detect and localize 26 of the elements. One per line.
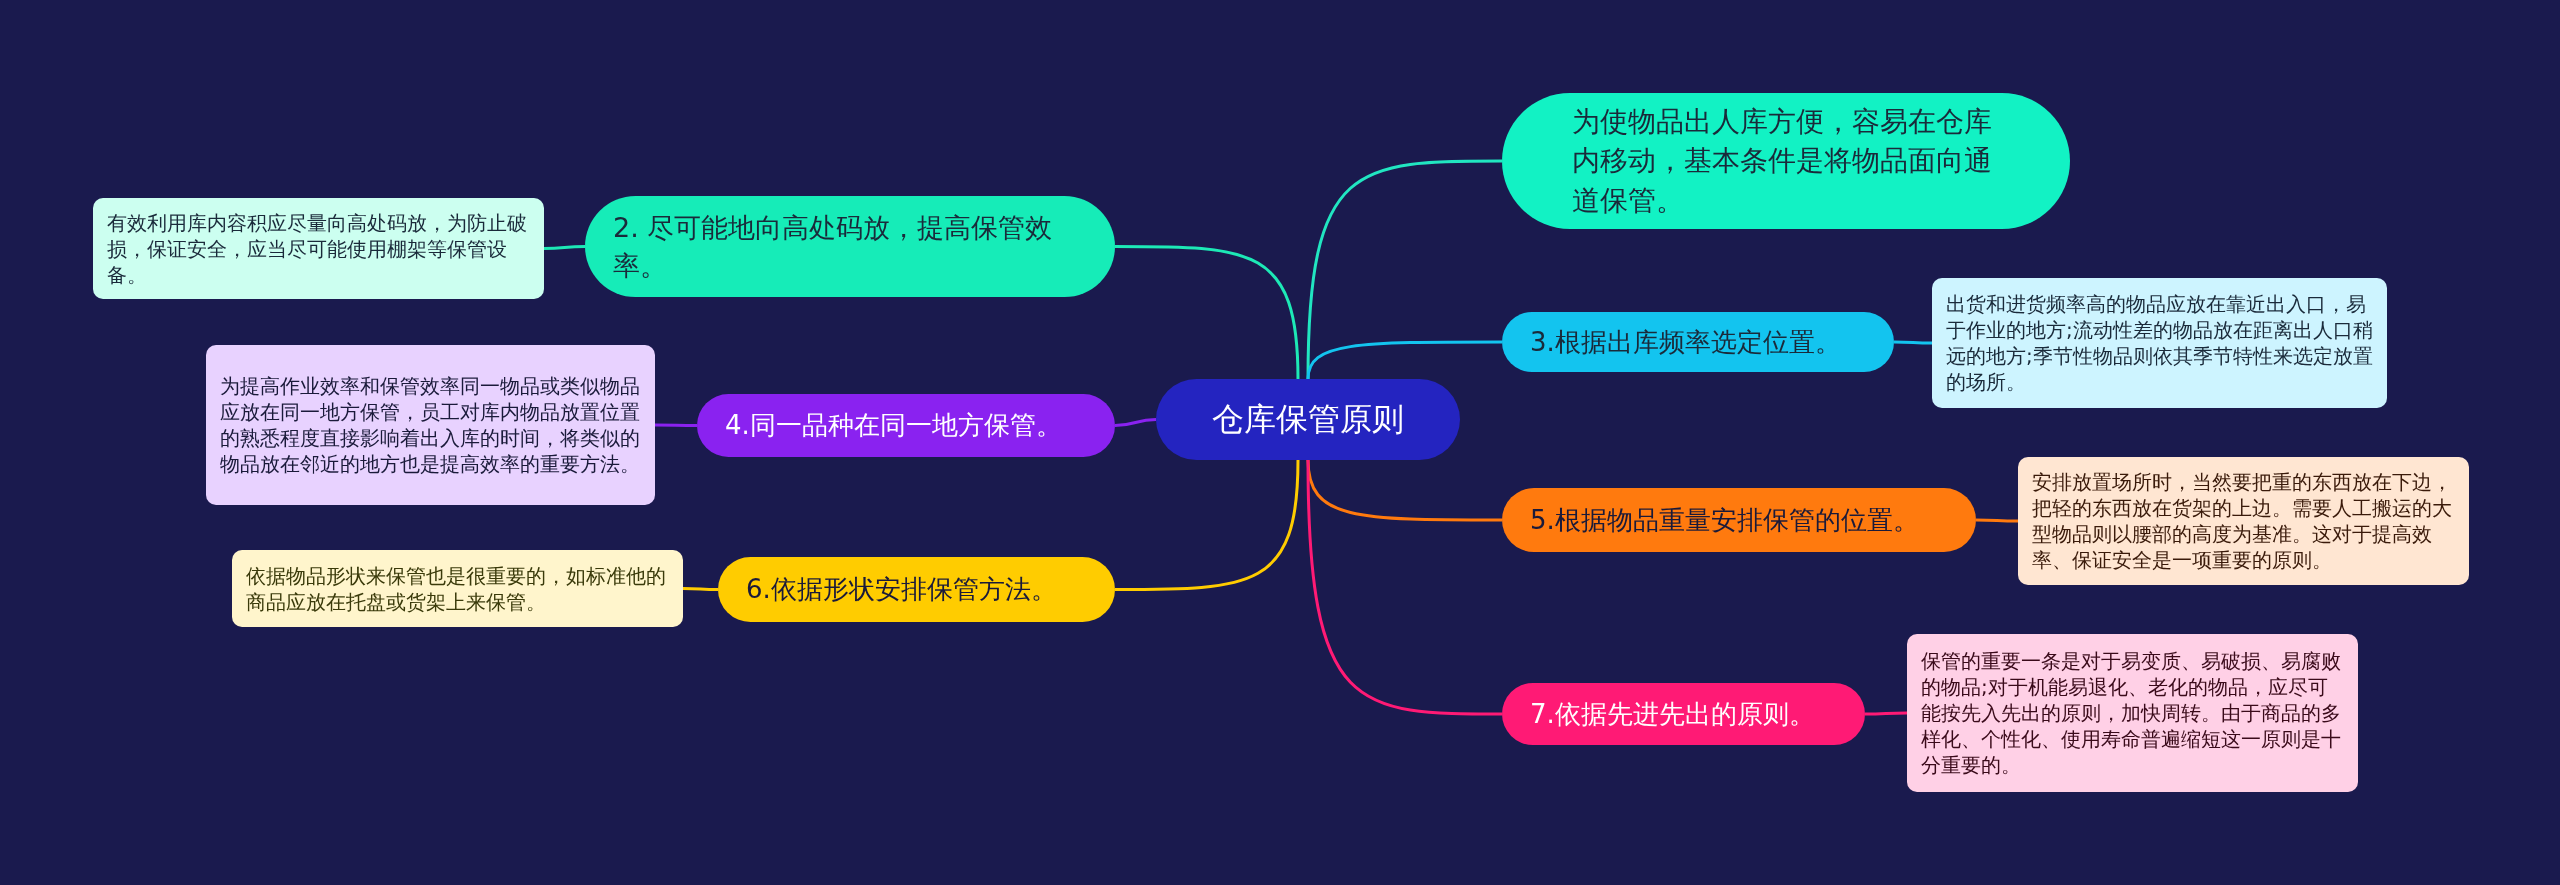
connector-line <box>1306 459 1502 716</box>
detail-note: 安排放置场所时，当然要把重的东西放在下边，把轻的东西放在货架的上边。需要人工搬运的大型物品则以腰部的高度为基准。这对于提高效率、保证安全是一项重要的原则。 <box>2018 457 2469 585</box>
detail-note: 有效利用库内容积应尽量向高处码放，为防止破损，保证安全，应当尽可能使用棚架等保管设备。 <box>93 198 544 299</box>
branch-topic: 5.根据物品重量安排保管的位置。 <box>1502 488 1976 552</box>
connector-line <box>544 245 585 250</box>
branch-topic: 7.依据先进先出的原则。 <box>1502 683 1865 745</box>
connector-line <box>1115 245 1300 380</box>
connector-line <box>1894 340 1932 345</box>
detail-note: 依据物品形状来保管也是很重要的，如标准他的商品应放在托盘或货架上来保管。 <box>232 550 683 627</box>
branch-topic: 3.根据出库频率选定位置。 <box>1502 312 1894 372</box>
connector-line <box>1306 159 1502 380</box>
connector-line <box>1865 711 1907 716</box>
detail-note: 为提高作业效率和保管效率同一物品或类似物品应放在同一地方保管，员工对库内物品放置位置的熟悉程度直接影响着出入库的时间，将类似的物品放在邻近的地方也是提高效率的重要方法。 <box>206 345 655 505</box>
connector-line <box>683 587 718 591</box>
connector-line <box>1114 418 1157 427</box>
detail-note: 出货和进货频率高的物品应放在靠近出入口，易于作业的地方;流动性差的物品放在距离出人口稍远的地方;季节性物品则依其季节特性来选定放置的场所。 <box>1932 278 2387 408</box>
connector-line <box>1306 340 1502 380</box>
connector-line <box>1976 518 2018 523</box>
branch-topic: 2. 尽可能地向高处码放，提高保管效率。 <box>585 196 1115 297</box>
connector-line <box>655 423 697 427</box>
branch-topic: 6.依据形状安排保管方法。 <box>718 557 1115 622</box>
central-topic: 仓库保管原则 <box>1156 379 1460 460</box>
branch-topic: 4.同一品种在同一地方保管。 <box>697 394 1115 457</box>
branch-topic: 为使物品出人库方便，容易在仓库内移动，基本条件是将物品面向通道保管。 <box>1502 93 2070 229</box>
connector-line <box>1115 459 1300 591</box>
detail-note: 保管的重要一条是对于易变质、易破损、易腐败的物品;对于机能易退化、老化的物品，应尽可能按先入先出的原则，加快周转。由于商品的多样化、个性化、使用寿命普遍缩短这一原则是十分重要的。 <box>1907 634 2358 792</box>
